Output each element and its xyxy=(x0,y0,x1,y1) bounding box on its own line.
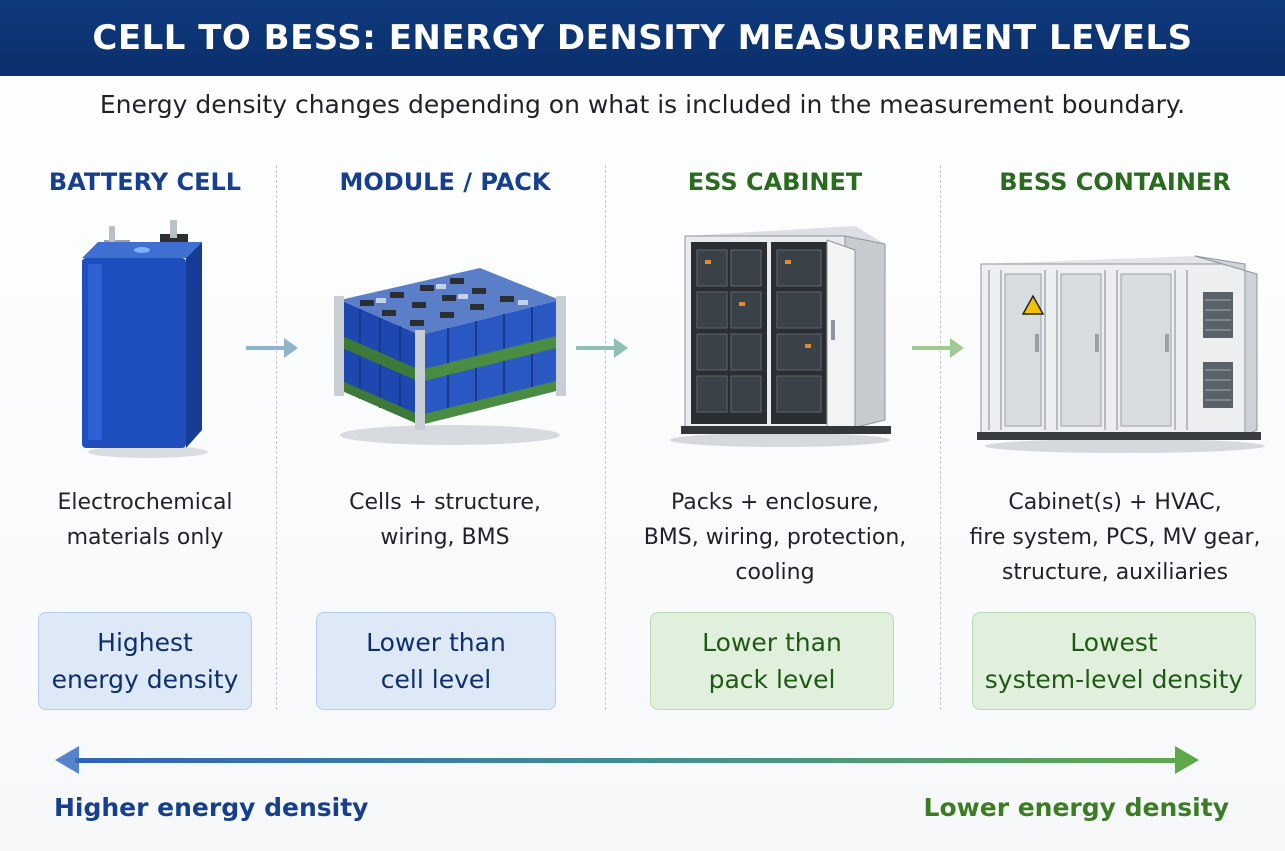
scale-right-label: Lower energy density xyxy=(923,793,1229,822)
column-divider xyxy=(276,165,277,710)
bess-container-icon xyxy=(960,220,1270,470)
header-banner: CELL TO BESS: ENERGY DENSITY MEASUREMENT… xyxy=(0,0,1285,76)
column-description: Cells + structure, wiring, BMS xyxy=(300,485,590,555)
density-box-line: Lowest xyxy=(1070,628,1158,657)
description-line: Cells + structure, xyxy=(349,490,541,515)
density-box-line: pack level xyxy=(708,665,836,694)
arrow-right-icon xyxy=(246,338,298,358)
description-line: Cabinet(s) + HVAC, xyxy=(1008,490,1222,515)
description-line: fire system, PCS, MV gear, xyxy=(969,525,1261,550)
column-title: BESS CONTAINER xyxy=(999,168,1231,196)
density-box-line: system-level density xyxy=(984,665,1244,694)
battery-cell-icon xyxy=(30,220,260,470)
density-box-line: cell level xyxy=(380,665,492,694)
ess-cabinet-icon xyxy=(620,220,930,470)
column-title: BATTERY CELL xyxy=(48,168,242,196)
description-line: materials only xyxy=(66,525,224,550)
column-title: MODULE / PACK xyxy=(339,168,551,196)
density-box: Lowest system-level density xyxy=(972,612,1256,710)
description-line: BMS, wiring, protection, xyxy=(643,525,907,550)
density-scale-arrow-icon xyxy=(55,746,1199,774)
column-divider xyxy=(940,165,941,710)
column-ess-cabinet: ESS CABINET xyxy=(620,160,930,720)
scale-left-label: Higher energy density xyxy=(54,793,369,822)
column-description: Packs + enclosure, BMS, wiring, protecti… xyxy=(620,485,930,590)
page-title: CELL TO BESS: ENERGY DENSITY MEASUREMENT… xyxy=(92,18,1193,58)
arrow-right-icon xyxy=(912,338,964,358)
description-line: structure, auxiliaries xyxy=(1001,560,1229,585)
subtitle: Energy density changes depending on what… xyxy=(99,90,1186,119)
column-description: Electrochemical materials only xyxy=(30,485,260,555)
column-title: ESS CABINET xyxy=(687,168,863,196)
arrow-right-icon xyxy=(576,338,628,358)
density-box-line: Lower than xyxy=(702,628,842,657)
density-box-line: energy density xyxy=(51,665,239,694)
density-box-line: Lower than xyxy=(366,628,506,657)
description-line: cooling xyxy=(735,560,815,585)
column-battery-cell: BATTERY CELL Electrochemical materials o… xyxy=(30,160,260,720)
column-divider xyxy=(605,165,606,710)
column-module-pack: MODULE / PACK xyxy=(300,160,590,720)
density-box: Highest energy density xyxy=(38,612,252,710)
column-description: Cabinet(s) + HVAC, fire system, PCS, MV … xyxy=(960,485,1270,590)
density-box: Lower than pack level xyxy=(650,612,894,710)
density-box: Lower than cell level xyxy=(316,612,556,710)
description-line: Packs + enclosure, xyxy=(670,490,880,515)
density-box-line: Highest xyxy=(97,628,193,657)
column-bess-container: BESS CONTAINER xyxy=(960,160,1270,720)
description-line: wiring, BMS xyxy=(380,525,510,550)
description-line: Electrochemical xyxy=(57,490,233,515)
battery-pack-icon xyxy=(300,220,590,470)
